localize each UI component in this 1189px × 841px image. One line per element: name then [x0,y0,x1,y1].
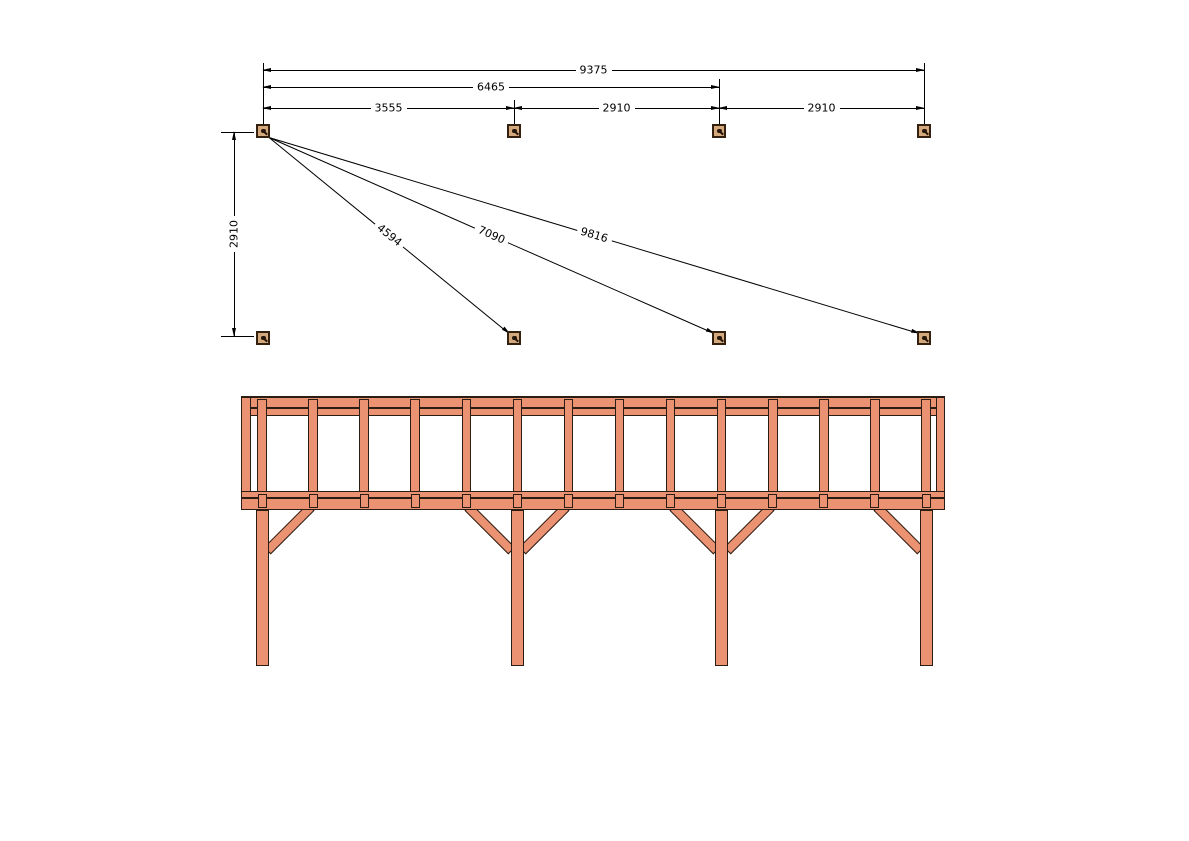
arrow-right-icon [711,84,720,89]
corner-brace [465,503,516,555]
rafter [410,398,420,498]
arrow-left-icon [262,84,271,89]
rafter-foot [819,493,829,508]
arrow-right-icon [916,105,925,110]
rafter [359,398,369,498]
dimension-label: 2910 [598,101,635,115]
post [715,509,729,666]
rafter [257,398,267,498]
main-beam [241,497,945,510]
dimension-line: 2910 [513,101,720,115]
rafter-foot [768,493,778,508]
rafter-foot [717,493,727,508]
post-anchor [256,330,270,345]
rafter-foot [921,493,931,508]
rafter [870,398,880,498]
dimension-label: 2910 [803,101,840,115]
rafter-foot [512,493,522,508]
rafter-foot [410,493,420,508]
corner-brace [873,503,925,555]
screw-tail-icon [924,130,929,135]
screw-tail-icon [514,337,519,342]
post-anchor [917,123,931,138]
screw-tail-icon [719,130,724,135]
rafter-foot [461,493,471,508]
extension-line [514,100,515,124]
post-anchor [507,123,521,138]
post-anchor [917,330,931,345]
rafter-foot [615,493,625,508]
post [510,509,524,666]
extension-line [924,63,925,124]
gutter-rail [241,490,945,498]
rafter-foot [870,493,880,508]
arrow-left-icon [262,67,271,72]
roof-fascia-beam [241,396,945,408]
dimension-label: 3555 [370,101,407,115]
dimension-line: 6465 [262,80,720,94]
diagonal-dimension-line: 7090 [268,137,716,335]
rafter [665,398,676,498]
corner-brace [519,503,570,555]
rafter [819,398,829,498]
dimension-label: 9375 [575,63,612,77]
post-anchor [256,123,270,138]
corner-brace [263,503,315,555]
roof-edge-rail [241,407,945,416]
dimension-line-vertical: 2910 [227,131,241,337]
arrow-right-icon [711,105,720,110]
post [919,509,933,666]
screw-tail-icon [719,337,724,342]
extension-tick [221,336,254,337]
rafter [308,398,318,498]
screw-tail-icon [924,337,929,342]
dimension-label: 4594 [371,218,408,252]
extension-tick [221,132,254,133]
dimension-line: 3555 [262,101,515,115]
rafter [921,398,931,498]
post-anchor [507,330,521,345]
extension-line [263,63,264,124]
arrow-left-icon [718,105,727,110]
arrow-left-icon [513,105,522,110]
rafter-foot [308,493,318,508]
rafter-foot [359,493,369,508]
extension-line [719,79,720,124]
post [255,509,269,666]
arrow-left-icon [262,105,271,110]
rafter [461,398,472,498]
rafter [512,398,523,498]
rafter [716,398,727,498]
corner-brace [669,503,721,555]
rafter-foot [666,493,676,508]
arrow-right-icon [506,105,515,110]
diagonal-dimension-line: 4594 [268,137,512,336]
post-anchor [712,123,726,138]
post-anchor [712,330,726,345]
rafter [768,398,778,498]
dimension-label: 9816 [575,223,614,247]
dimension-line: 9375 [262,63,925,77]
arrow-down-icon [231,328,236,337]
screw-tail-icon [263,130,268,135]
rafter-foot [257,493,267,508]
corner-brace [723,503,774,555]
arrow-right-icon [916,67,925,72]
screw-tail-icon [514,130,519,135]
rafter [563,398,574,498]
dimension-line: 2910 [718,101,925,115]
dimension-label: 2910 [227,216,241,252]
arrow-up-icon [231,131,236,140]
dimension-label: 6465 [473,80,509,94]
diagonal-dimension-line: 9816 [268,137,921,335]
screw-tail-icon [263,337,268,342]
rafter-foot [563,493,573,508]
rafter [614,398,625,498]
dimension-label: 7090 [472,221,511,249]
